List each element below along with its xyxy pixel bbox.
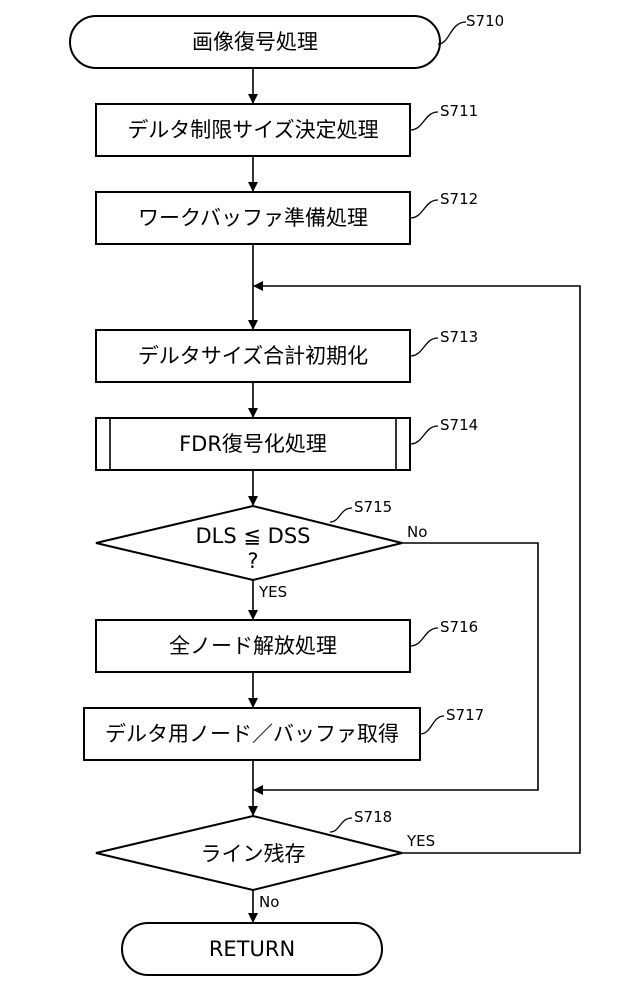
branch-yes-s718: YES	[406, 832, 435, 850]
step-label-s710: S710	[466, 12, 504, 30]
step-label-s717: S717	[446, 706, 484, 724]
start-node: 画像復号処理 S710	[70, 12, 504, 68]
decision-label-s715-line1: DLS ≦ DSS	[196, 524, 311, 548]
process-step-s712: ワークバッファ準備処理 S712	[96, 190, 478, 244]
process-label-s714: FDR復号化処理	[179, 432, 327, 456]
branch-yes-s715: YES	[258, 583, 287, 601]
end-label: RETURN	[209, 937, 295, 961]
process-label-s711: デルタ制限サイズ決定処理	[127, 118, 378, 142]
step-label-s711: S711	[440, 102, 478, 120]
process-step-s717: デルタ用ノード／バッファ取得 S717	[84, 706, 484, 760]
end-node: RETURN	[122, 923, 382, 975]
start-label: 画像復号処理	[192, 30, 318, 54]
process-label-s716: 全ノード解放処理	[169, 634, 337, 658]
process-label-s712: ワークバッファ準備処理	[138, 206, 368, 230]
step-label-s715: S715	[354, 498, 392, 516]
process-step-s714: FDR復号化処理 S714	[96, 416, 478, 470]
step-label-s713: S713	[440, 328, 478, 346]
step-label-s716: S716	[440, 618, 478, 636]
decision-s718: ライン残存 S718 YES No	[96, 808, 435, 911]
decision-label-s718: ライン残存	[201, 842, 306, 866]
process-label-s713: デルタサイズ合計初期化	[138, 344, 368, 368]
process-step-s716: 全ノード解放処理 S716	[96, 618, 478, 672]
process-label-s717: デルタ用ノード／バッファ取得	[105, 722, 399, 746]
step-label-s712: S712	[440, 190, 478, 208]
decision-s715: DLS ≦ DSS ? S715 No YES	[96, 498, 427, 601]
process-step-s713: デルタサイズ合計初期化 S713	[96, 328, 478, 382]
branch-no-s718: No	[259, 893, 279, 911]
step-label-s714: S714	[440, 416, 478, 434]
step-label-s718: S718	[354, 808, 392, 826]
branch-no-s715: No	[407, 523, 427, 541]
decision-label-s715-line2: ?	[247, 549, 258, 573]
process-step-s711: デルタ制限サイズ決定処理 S711	[96, 102, 478, 156]
